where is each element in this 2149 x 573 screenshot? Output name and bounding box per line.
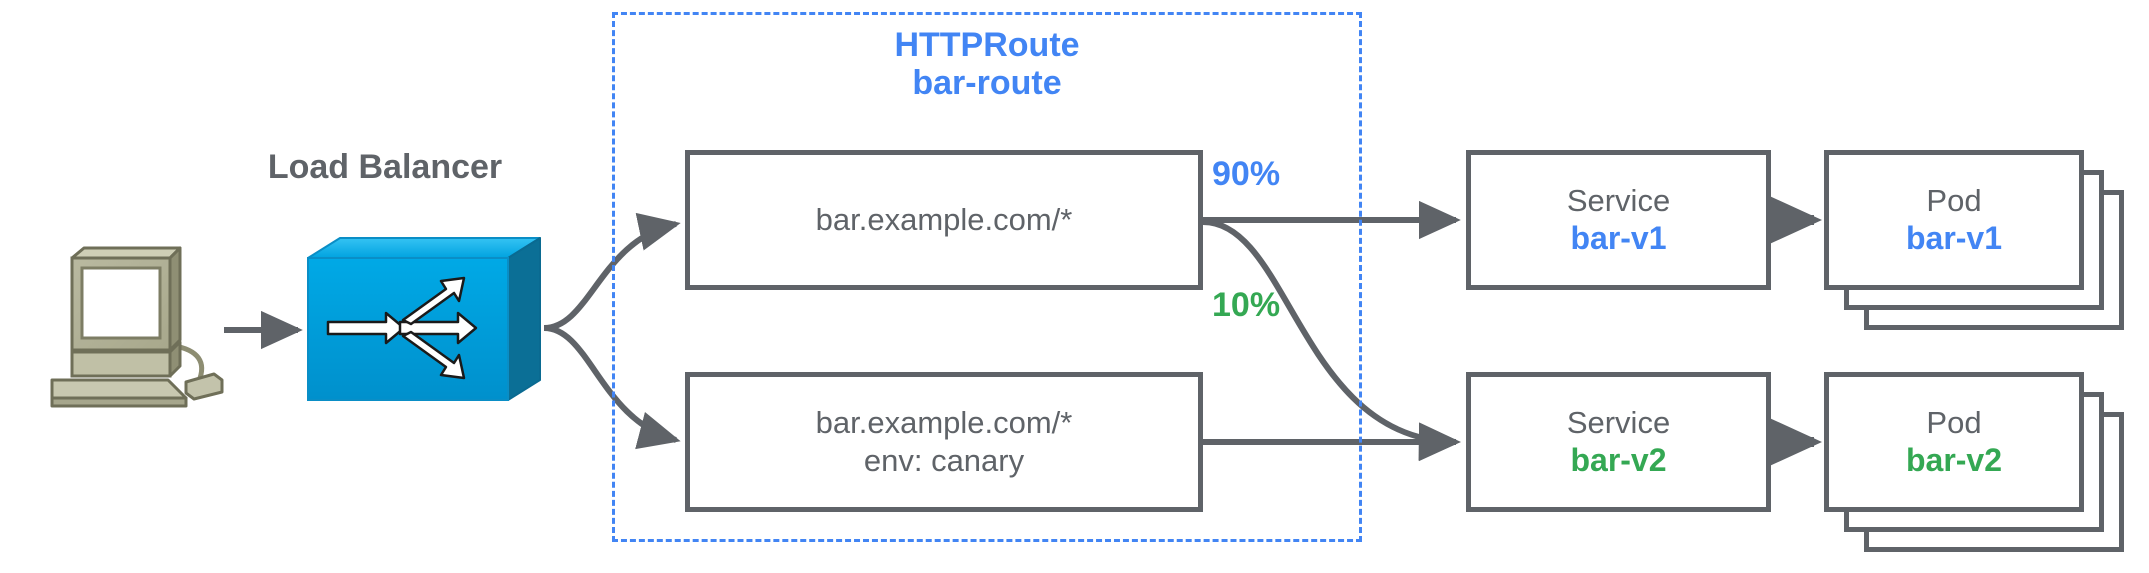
arrow-lb-to-rule-primary: [543, 212, 681, 331]
httproute-title: HTTPRoute bar-route: [612, 26, 1362, 102]
load-balancer-label: Load Balancer: [267, 148, 503, 186]
weight-label-10: 10%: [1212, 286, 1281, 324]
computer-icon: [50, 246, 224, 408]
httproute-kind: HTTPRoute: [894, 26, 1080, 64]
service-v2-kind: Service: [1566, 404, 1671, 440]
rule-box-primary[interactable]: bar.example.com/*: [685, 150, 1203, 290]
httproute-name: bar-route: [912, 64, 1062, 103]
pod-v1-name: bar-v1: [1905, 220, 2003, 257]
network-switch-icon: [307, 237, 541, 401]
weight-label-90: 90%: [1212, 155, 1281, 193]
rule-primary-hostname: bar.example.com/*: [815, 202, 1073, 238]
pod-stack-bar-v2[interactable]: Pod bar-v2: [1824, 372, 2144, 573]
rule-box-canary[interactable]: bar.example.com/* env: canary: [685, 372, 1203, 512]
rule-canary-hostname: bar.example.com/*: [815, 405, 1073, 441]
service-box-bar-v1[interactable]: Service bar-v1: [1466, 150, 1771, 290]
pod-replica-1[interactable]: Pod bar-v1: [1824, 150, 2084, 290]
arrow-rule-primary-to-service-v2: [1202, 219, 1461, 461]
pod-v2-kind: Pod: [1926, 404, 1982, 440]
service-v1-kind: Service: [1566, 182, 1671, 218]
service-box-bar-v2[interactable]: Service bar-v2: [1466, 372, 1771, 512]
httproute-boundary: [612, 12, 1362, 542]
pod-v2-name: bar-v2: [1905, 442, 2003, 479]
service-v1-name: bar-v1: [1570, 220, 1667, 257]
arrow-lb-to-rule-canary: [543, 325, 681, 450]
pod-stack-bar-v1[interactable]: Pod bar-v1: [1824, 150, 2144, 370]
pod-replica-1[interactable]: Pod bar-v2: [1824, 372, 2084, 512]
service-v2-name: bar-v2: [1570, 442, 1667, 479]
pod-v1-kind: Pod: [1926, 182, 1982, 218]
rule-canary-header: env: canary: [863, 443, 1025, 478]
